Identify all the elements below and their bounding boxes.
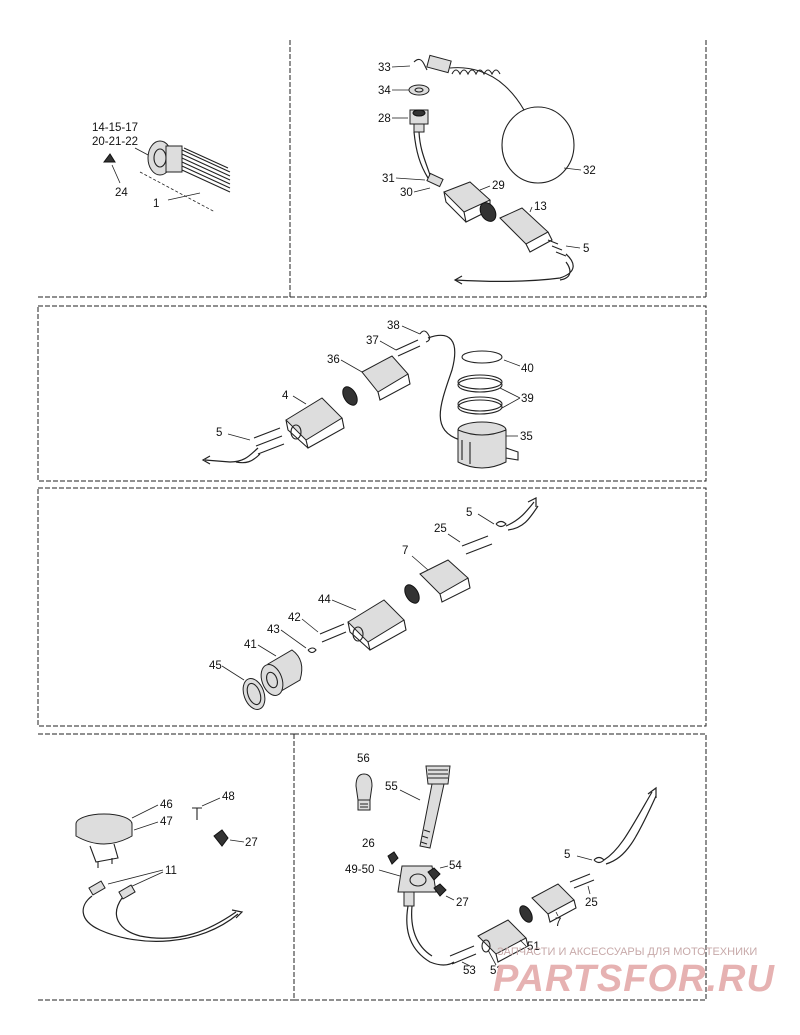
callout-24: 24: [115, 187, 128, 199]
callout-30: 30: [400, 187, 413, 199]
base-49-50-part: [397, 865, 437, 907]
callout-45: 45: [209, 660, 222, 672]
callout-7: 7: [402, 545, 408, 557]
callout-36: 36: [327, 354, 340, 366]
callout-32: 32: [583, 165, 596, 177]
housing-36-part: [361, 355, 411, 401]
plug-cap-part: [103, 153, 116, 163]
callout-27: 27: [245, 837, 258, 849]
o-ring-40-part: [461, 350, 503, 364]
callout-20-21-22: 20-21-22: [92, 136, 138, 148]
callout-4: 4: [282, 390, 289, 402]
socket-body-35-part: [457, 421, 519, 469]
callout-5: 5: [583, 243, 589, 255]
bulb-56-part: [355, 773, 373, 811]
panel-socket-assembly: 38 37 36 4 5: [201, 320, 534, 469]
callout-25: 25: [585, 897, 598, 909]
callout-14-15-17: 14-15-17: [92, 122, 138, 134]
watermark-logo: PARTSFOR.RU: [493, 958, 775, 1000]
callout-52: 52: [490, 965, 503, 977]
nut-27b-part: [433, 883, 447, 897]
housing-7-part: [419, 559, 471, 603]
callout-34: 34: [378, 85, 391, 97]
callout-53: 53: [463, 965, 476, 977]
callout-5: 5: [564, 849, 570, 861]
nut-26-part: [387, 851, 399, 865]
callout-5: 5: [216, 427, 222, 439]
callout-28: 28: [378, 113, 391, 125]
callout-44: 44: [318, 594, 331, 606]
callout-13: 13: [534, 201, 547, 213]
housing-4-part: [285, 397, 345, 449]
callout-27: 27: [456, 897, 469, 909]
callout-11: 11: [165, 865, 177, 877]
panel-receptacle-assembly: 5 25 7 44 42 43 41: [209, 497, 539, 710]
housing-51-part: [477, 919, 529, 963]
callout-33: 33: [378, 62, 391, 74]
callout-29: 29: [492, 180, 505, 192]
panel-lamp-assembly: 56 55 26 49-50 54 27 53: [345, 753, 657, 977]
callout-51: 51: [527, 941, 540, 953]
terminal-37-part: [395, 339, 421, 357]
seal-part: [479, 202, 497, 222]
callout-35: 35: [520, 431, 533, 443]
callout-42: 42: [288, 612, 301, 624]
panel-harness-plug: 14-15-17 20-21-22 24 1: [92, 122, 231, 213]
watermark-caption: ЗАПЧАСТИ И АКСЕССУАРЫ ДЛЯ МОТОТЕХНИКИ: [497, 946, 757, 958]
harness-connector-part: [147, 140, 231, 193]
callout-43: 43: [267, 624, 280, 636]
panel-frames: [37, 40, 707, 1001]
housing-7b-part: [531, 883, 577, 923]
callout-47: 47: [160, 816, 173, 828]
callout-37: 37: [366, 335, 379, 347]
callout-41: 41: [244, 639, 257, 651]
switch-body-part: [75, 813, 133, 868]
callout-1: 1: [153, 198, 159, 210]
callout-56: 56: [357, 753, 370, 765]
terminal-part: [426, 172, 444, 188]
callout-55: 55: [385, 781, 398, 793]
stalk-55-part: [419, 765, 451, 849]
callout-26: 26: [362, 838, 375, 850]
callout-48: 48: [222, 791, 235, 803]
jack-part: [409, 109, 429, 133]
callout-31: 31: [382, 173, 395, 185]
receptacle-41-part: [260, 649, 303, 696]
screw-54-part: [427, 867, 441, 881]
ring-39-part: [457, 374, 503, 415]
washer-part: [408, 84, 430, 96]
housing-13-part: [499, 207, 553, 253]
cable-loop-part: [501, 106, 575, 184]
panel-switch-assembly: 48 46 47 27 11: [75, 791, 258, 942]
callout-49-50: 49-50: [345, 864, 374, 876]
seal-36-part: [342, 386, 358, 406]
callout-25: 25: [434, 523, 447, 535]
callout-39: 39: [521, 393, 534, 405]
callout-5: 5: [466, 507, 472, 519]
screw-48-part: [192, 807, 202, 820]
callout-7: 7: [555, 917, 561, 929]
seal-7-part: [404, 584, 420, 604]
callout-38: 38: [387, 320, 400, 332]
watermark: ЗАПЧАСТИ И АКСЕССУАРЫ ДЛЯ МОТОТЕХНИКИ PA…: [493, 946, 775, 1000]
housing-44-part: [347, 599, 407, 651]
callout-46: 46: [160, 799, 173, 811]
callout-54: 54: [449, 860, 462, 872]
nut-27-part: [213, 829, 229, 847]
terminals-11-part: [88, 880, 136, 900]
panel-cable-connectors: 33 32 34 28 31 30 2: [378, 54, 596, 285]
seal-51-part: [519, 905, 533, 923]
ring-45-part: [242, 678, 266, 710]
callout-40: 40: [521, 363, 534, 375]
